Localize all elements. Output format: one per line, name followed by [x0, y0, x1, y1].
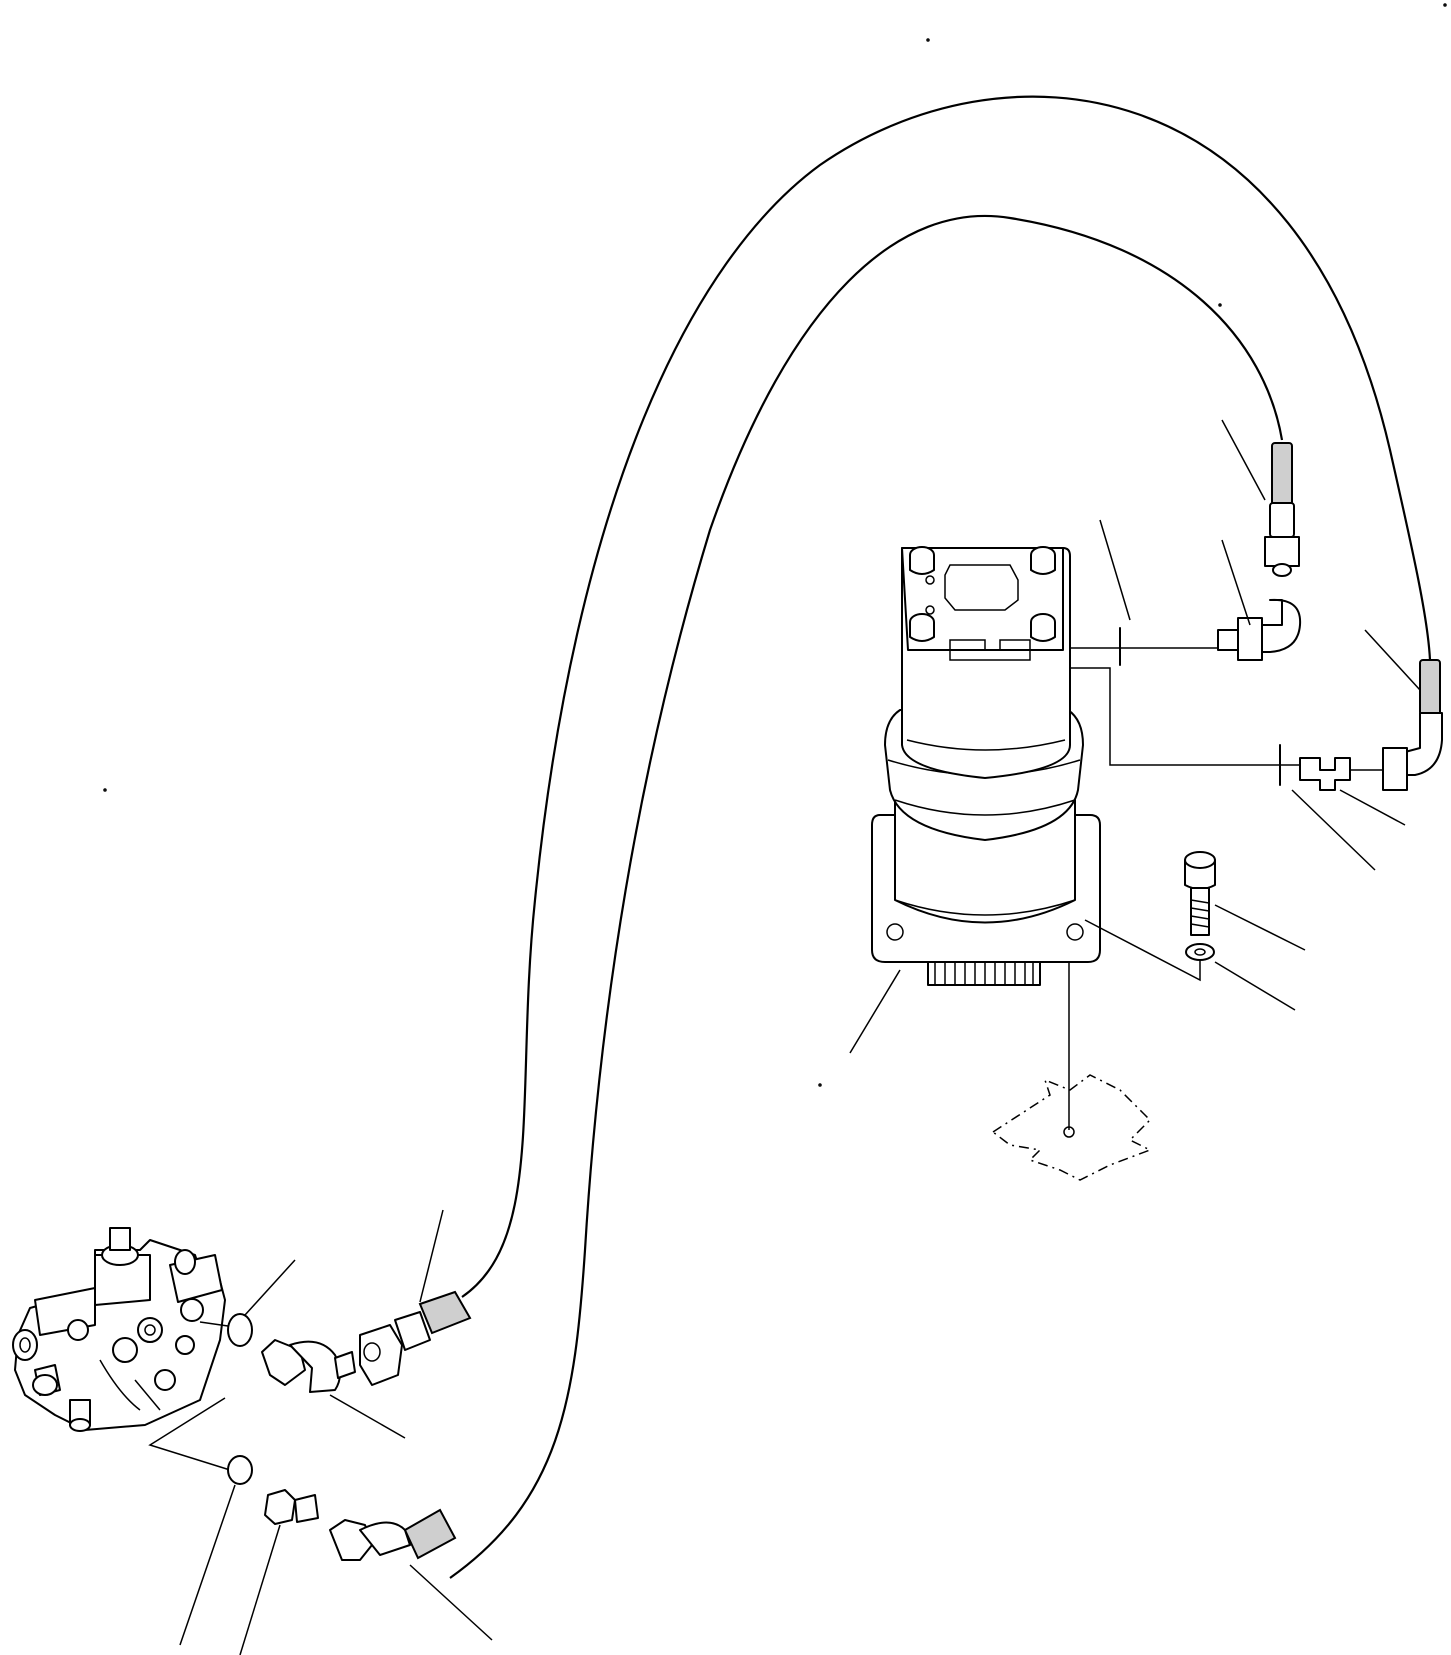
callout-leader	[1214, 904, 1306, 951]
callout-leader	[244, 1259, 296, 1316]
flange-bolt-hole	[1066, 923, 1084, 941]
elbow-fitting-lower-valve	[329, 1519, 411, 1561]
callout-leader	[179, 1484, 236, 1646]
callout-leader	[1221, 419, 1266, 501]
assembly-leader	[1084, 919, 1201, 982]
motor-port-recess	[944, 564, 1019, 611]
callout-leader	[329, 1394, 406, 1439]
callout-leader	[1291, 789, 1376, 871]
straight-fitting-lower-valve	[264, 1489, 319, 1525]
motor-valve-plate	[901, 547, 1064, 651]
callout-leader	[1221, 539, 1251, 626]
mounting-base-reference	[991, 1074, 1152, 1181]
valve-plate-cap-screw	[1030, 613, 1056, 642]
o-ring-upper-valve	[227, 1313, 253, 1347]
straight-adapter-fitting	[1299, 757, 1351, 791]
callout-leader	[1214, 961, 1296, 1011]
motor-key-slot	[949, 639, 1031, 661]
callout-leaders	[179, 419, 1421, 1655]
inner-hose-end-fitting-upper	[1264, 442, 1300, 577]
o-ring-lower-valve	[227, 1455, 253, 1485]
callout-leader	[1364, 629, 1421, 691]
valve-plate-cap-screw	[909, 613, 935, 642]
elbow-fitting-lower-valve-upper	[261, 1339, 356, 1393]
hose-end-fitting-lower-valve	[403, 1508, 457, 1560]
flange-bolt-hole	[886, 923, 904, 941]
mounting-bolt	[1184, 851, 1216, 936]
callout-leader	[849, 969, 901, 1054]
valve-plate-cap-screw	[1030, 546, 1056, 575]
callout-leader	[239, 1524, 281, 1655]
outer-hose-end-fitting-upper	[1382, 659, 1443, 791]
callout-leader	[1339, 789, 1406, 826]
valve-plate-cap-screw	[909, 546, 935, 575]
outer-hose	[461, 95, 1432, 1298]
callout-leader	[1099, 519, 1131, 621]
hose-end-nut-upper-valve	[359, 1324, 403, 1386]
assembly-leader	[1070, 667, 1300, 766]
inner-hose	[449, 214, 1284, 1579]
callout-leader	[419, 1209, 444, 1303]
elbow-fitting-upper	[1217, 598, 1302, 661]
pinion-gear	[927, 961, 1041, 986]
hydraulic-motor	[871, 546, 1101, 986]
callout-leader	[409, 1564, 493, 1641]
control-valve-block	[12, 1227, 226, 1432]
mounting-washer	[1185, 943, 1215, 961]
hose-end-fitting-upper-valve	[394, 1290, 472, 1351]
